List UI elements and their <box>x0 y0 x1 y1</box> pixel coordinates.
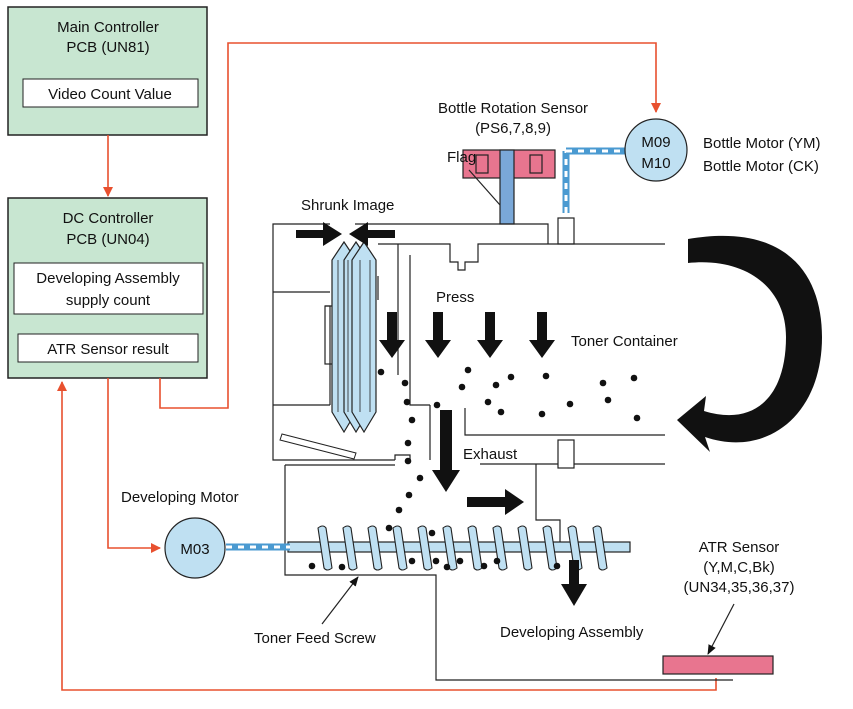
developing-motor-label: Developing Motor <box>121 489 239 506</box>
supply-count-line2: supply count <box>66 292 151 309</box>
shrunk-image-label: Shrunk Image <box>301 197 394 214</box>
toner-feed-screw <box>287 525 631 571</box>
main-pcb-subtitle: PCB (UN81) <box>66 39 149 56</box>
developing-motor: M03 <box>164 517 226 579</box>
dc-to-bottle-motor-signal <box>159 42 661 409</box>
main-controller-pcb: Main Controller PCB (UN81) Video Count V… <box>7 6 208 136</box>
press-label: Press <box>436 289 474 306</box>
bottle-motor-label-ck: Bottle Motor (CK) <box>703 158 819 175</box>
atr-sensor-colors: (Y,M,C,Bk) <box>703 559 774 576</box>
shrunk-image-bellows <box>331 240 377 434</box>
bottle-sensor-label: Bottle Rotation Sensor <box>438 100 588 117</box>
flag <box>499 149 515 225</box>
feed-screw-leader <box>321 576 359 625</box>
atr-sensor-leader <box>707 603 735 655</box>
bottle-motor-id1: M09 <box>641 134 670 151</box>
atr-sensor-label: ATR Sensor <box>699 539 780 556</box>
down-to-developing-arrow <box>561 560 587 606</box>
bottle-sensor-id: (PS6,7,8,9) <box>475 120 551 137</box>
flag-label: Flag <box>447 149 476 166</box>
developing-motor-id: M03 <box>180 541 209 558</box>
atr-to-dc-signal <box>57 381 717 691</box>
dc-pcb-subtitle: PCB (UN04) <box>66 231 149 248</box>
press-arrows <box>379 312 555 358</box>
toner-feed-screw-label: Toner Feed Screw <box>254 630 376 647</box>
toner-container-label: Toner Container <box>571 333 678 350</box>
video-count-value: Video Count Value <box>48 86 172 103</box>
developing-assembly-label: Developing Assembly <box>500 624 644 641</box>
atr-sensor-result: ATR Sensor result <box>47 341 169 358</box>
dc-controller-pcb: DC Controller PCB (UN04) Developing Asse… <box>7 197 208 379</box>
atr-sensor <box>662 655 774 675</box>
atr-sensor-ids: (UN34,35,36,37) <box>684 579 795 596</box>
supply-count-line1: Developing Assembly <box>36 270 180 287</box>
flag-leader <box>468 169 501 206</box>
shrink-arrows <box>296 222 395 246</box>
rotation-arrow <box>677 235 822 452</box>
bottle-motor-label-ym: Bottle Motor (YM) <box>703 135 821 152</box>
toner-particles <box>377 366 641 537</box>
exhaust-arrow <box>432 410 460 492</box>
dc-to-developing-motor-signal <box>107 378 161 553</box>
toner-bottle-outline <box>272 217 733 681</box>
main-pcb-title: Main Controller <box>57 19 159 36</box>
bottle-motor-id2: M10 <box>641 155 670 172</box>
exhaust-label: Exhaust <box>463 446 518 463</box>
bottle-motor: M09 M10 <box>624 118 688 182</box>
dc-pcb-title: DC Controller <box>63 210 154 227</box>
feed-direction-arrow <box>467 489 524 515</box>
